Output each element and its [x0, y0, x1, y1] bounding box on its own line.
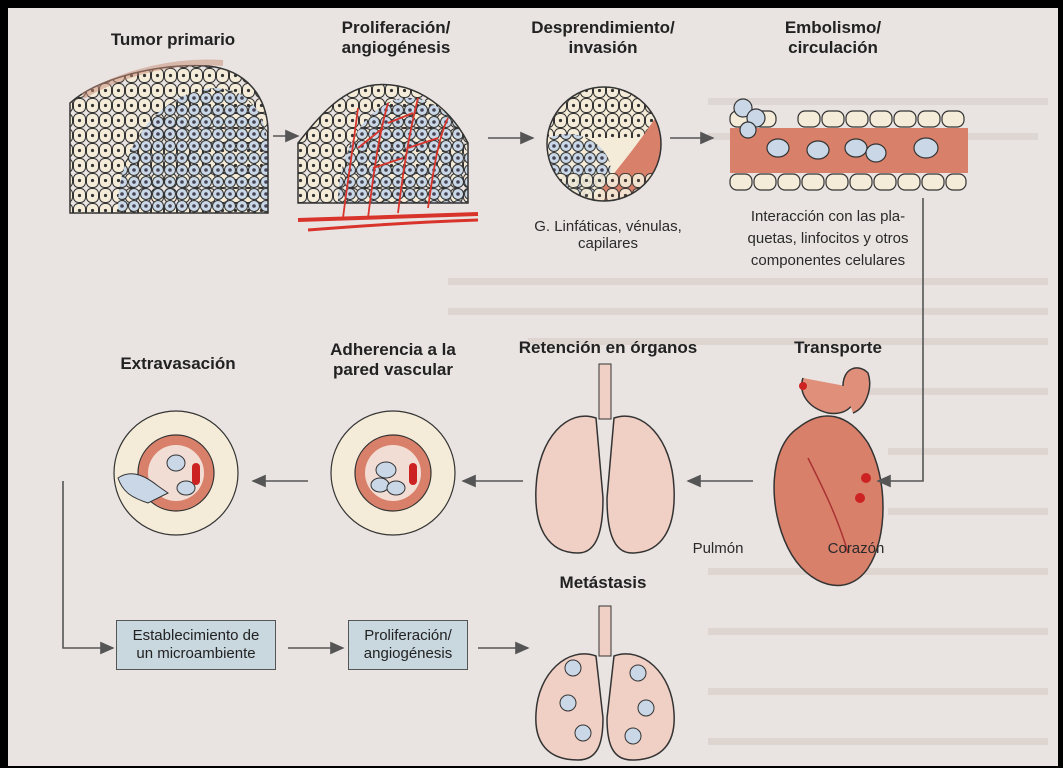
label-desprendimiento-line2: invasión [523, 38, 683, 58]
adhesion-vessel-illustration [331, 411, 455, 535]
invasion-illustration [543, 83, 668, 213]
figure-page: Tumor primario Proliferación/ angiogénes… [8, 8, 1058, 766]
primary-tumor-illustration [63, 58, 273, 218]
label-adherencia-line1: Adherencia a la [318, 340, 468, 360]
caption-interaccion: Interacción con las pla- quetas, linfoci… [728, 206, 928, 271]
label-proliferacion-line1: Proliferación/ [326, 18, 466, 38]
label-embolismo: Embolismo/ circulación [768, 18, 898, 57]
label-embolismo-line1: Embolismo/ [768, 18, 898, 38]
caption-interaccion-line2: quetas, linfocitos y otros [728, 228, 928, 250]
caption-interaccion-line3: componentes celulares [728, 250, 928, 272]
angiogenesis-illustration [293, 78, 478, 230]
metastatic-lungs-illustration [536, 606, 674, 760]
caption-corazon: Corazón [816, 540, 896, 557]
label-metastasis: Metástasis [533, 573, 673, 593]
label-adherencia: Adherencia a la pared vascular [318, 340, 468, 379]
box-microambiente-line2: un microambiente [117, 645, 275, 663]
label-proliferacion-line2: angiogénesis [326, 38, 466, 58]
caption-pulmon: Pulmón [683, 540, 753, 557]
label-extravasacion: Extravasación [108, 354, 248, 374]
extravasation-vessel-illustration [114, 411, 238, 535]
label-adherencia-line2: pared vascular [318, 360, 468, 380]
label-embolismo-line2: circulación [768, 38, 898, 58]
box-proliferacion-line1: Proliferación/ [349, 627, 467, 645]
caption-linfaticas: G. Linfáticas, vénulas, capilares [523, 218, 693, 253]
caption-linfaticas-line1: G. Linfáticas, vénulas, [523, 218, 693, 235]
label-tumor-primario: Tumor primario [98, 30, 248, 50]
lungs-illustration [536, 364, 674, 553]
label-retencion: Retención en órganos [513, 338, 703, 358]
box-proliferacion-line2: angiogénesis [349, 645, 467, 663]
caption-linfaticas-line2: capilares [523, 235, 693, 252]
box-proliferacion: Proliferación/ angiogénesis [348, 620, 468, 670]
box-microambiente-line1: Establecimiento de [117, 627, 275, 645]
box-microambiente: Establecimiento de un microambiente [116, 620, 276, 670]
caption-interaccion-line1: Interacción con las pla- [728, 206, 928, 228]
label-desprendimiento-line1: Desprendimiento/ [523, 18, 683, 38]
label-transporte: Transporte [778, 338, 898, 358]
arrow-8 [63, 481, 113, 648]
label-desprendimiento: Desprendimiento/ invasión [523, 18, 683, 57]
label-proliferacion: Proliferación/ angiogénesis [326, 18, 466, 57]
circulation-vessel-illustration [730, 99, 968, 190]
